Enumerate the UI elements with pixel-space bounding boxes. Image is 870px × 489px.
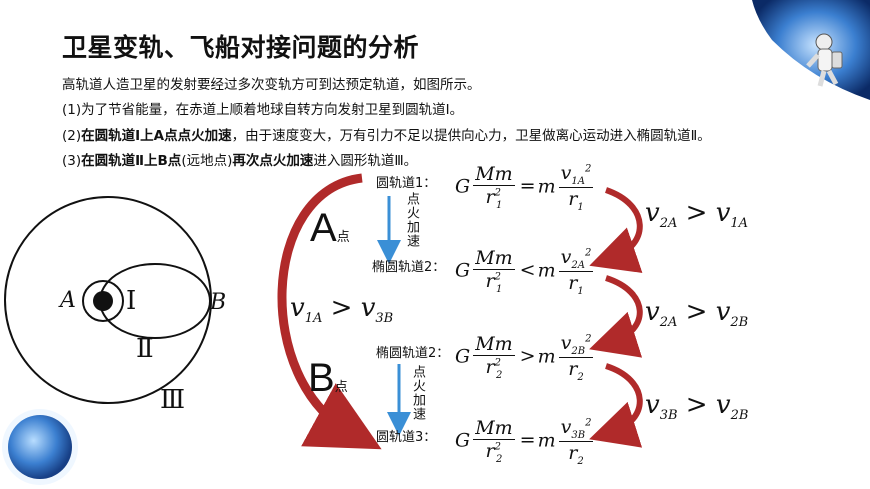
equation-label: 椭圆轨道2： [376, 346, 450, 361]
planet-icon [8, 415, 72, 479]
page-title: 卫星变轨、飞船对接问题的分析 [62, 33, 420, 62]
red-curve-arrow-2 [589, 275, 643, 358]
event-a-label: A点 [310, 206, 350, 250]
orbit-3-circle [4, 196, 212, 404]
red-curve-arrow-3 [589, 363, 643, 448]
comparison-v3b-v2b: v3B > v2B [645, 390, 749, 424]
point-b-label: B [210, 290, 227, 315]
step-2-text: (2)在圆轨道Ⅰ上A点点火加速，由于速度变大，万有引力不足以提供向心力，卫星做离… [62, 128, 711, 144]
comparison-v2a-v2b: v2A > v2B [645, 297, 749, 331]
event-b-label: B点 [308, 356, 348, 400]
intro-text: 高轨道人造卫星的发射要经过多次变轨方可到达预定轨道，如图所示。 [62, 77, 481, 93]
step-3-text: (3)在圆轨道Ⅱ上B点(远地点)再次点火加速进入圆形轨道Ⅲ。 [62, 153, 418, 169]
fire-label-1: 点火加速 [404, 192, 419, 248]
red-curve-arrow-1 [589, 187, 643, 273]
orbit-2-label: Ⅱ [136, 334, 154, 364]
big-red-arc-arrow [277, 173, 382, 450]
earth-icon [93, 291, 113, 311]
orbit-1-label: Ⅰ [126, 286, 137, 316]
comparison-v1a-v3b: v1A > v3B [290, 293, 394, 327]
comparison-v2a-v1a: v2A > v1A [645, 198, 749, 232]
astronaut-icon [806, 33, 843, 87]
point-a-label: A [60, 288, 76, 313]
equation-label: 圆轨道3： [376, 430, 437, 445]
orbit-1-circle [82, 280, 124, 322]
equation-label: 椭圆轨道2： [372, 260, 446, 275]
step-1-text: (1)为了节省能量，在赤道上顺着地球自转方向发射卫星到圆轨道Ⅰ。 [62, 102, 464, 118]
equation-label: 圆轨道1： [376, 176, 437, 191]
astronaut-planet-decoration [752, 0, 870, 100]
fire-label-2: 点火加速 [410, 365, 425, 421]
planet-decoration [2, 409, 78, 485]
orbit-3-label: Ⅲ [160, 385, 186, 415]
